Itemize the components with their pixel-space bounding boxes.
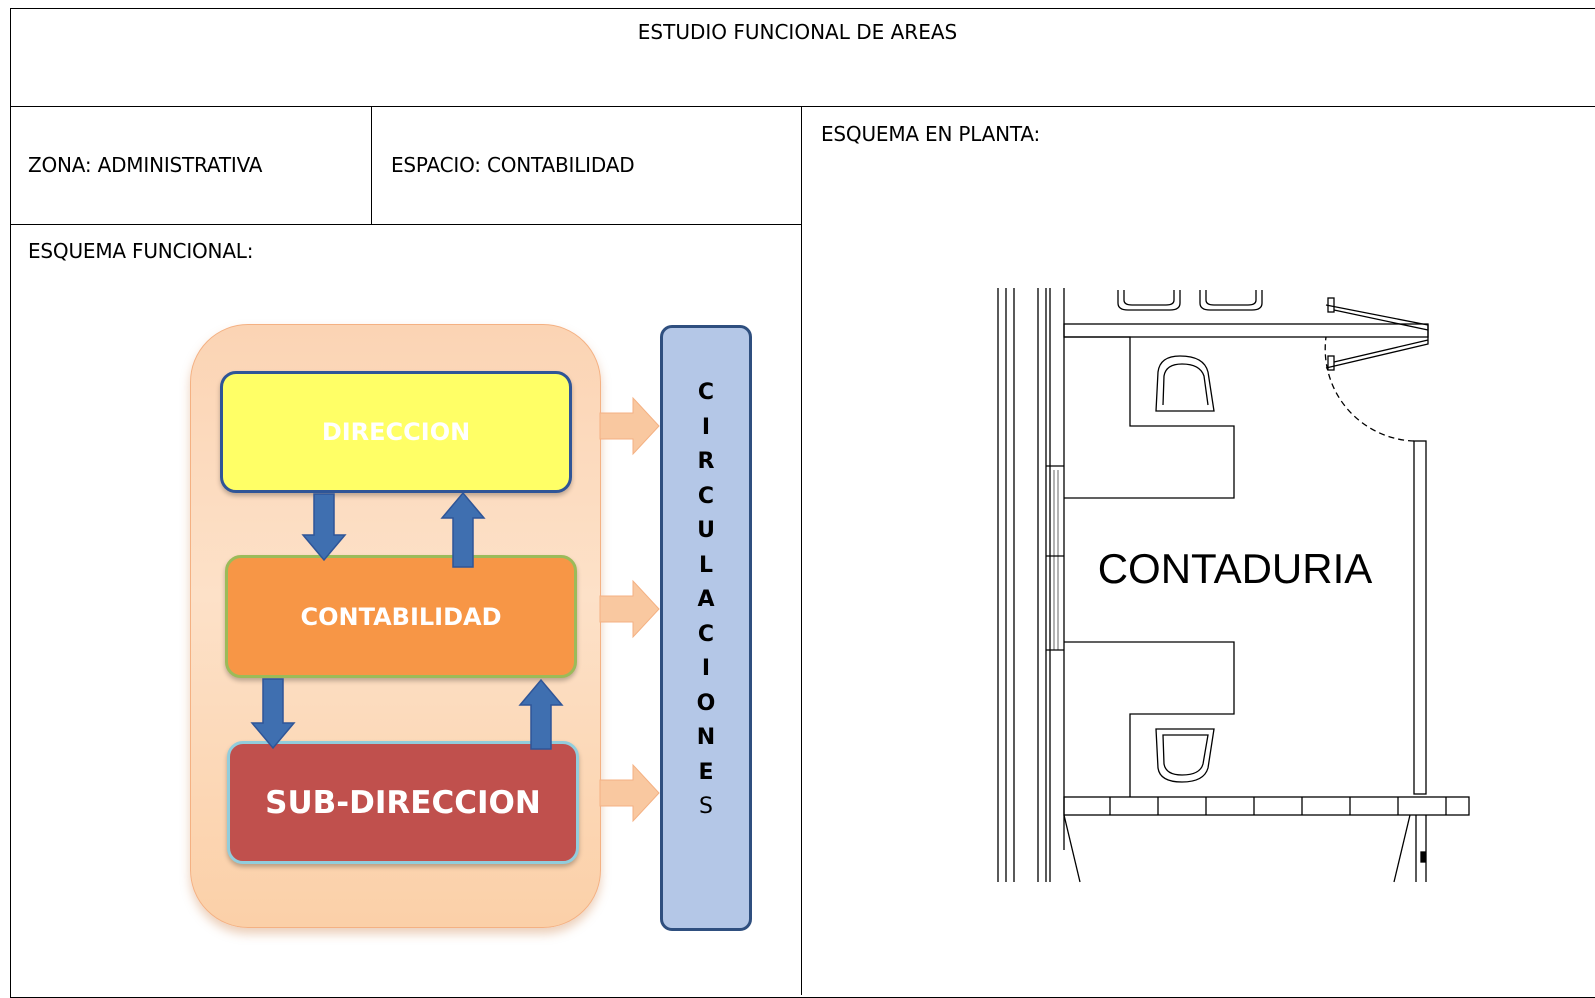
info-divider-vertical (371, 106, 372, 224)
info-divider-horizontal (10, 224, 802, 225)
room-label: CONTADURIA (1098, 545, 1373, 592)
right-partition-wall (1413, 440, 1427, 795)
subdireccion-box: SUB-DIRECCION (227, 741, 579, 864)
lower-desk (1064, 641, 1235, 797)
header-divider (10, 106, 1595, 107)
contabilidad-box: CONTABILIDAD (225, 555, 577, 678)
top-partition-wall (1063, 323, 1429, 338)
door-swing (1324, 336, 1415, 442)
column-divider (801, 106, 802, 995)
direccion-label: DIRECCION (321, 418, 471, 446)
chair-icon (1199, 290, 1263, 311)
contabilidad-label: CONTABILIDAD (300, 602, 502, 631)
circulaciones-bar (660, 325, 752, 931)
chair-icon (1155, 355, 1215, 412)
door-leaf (1325, 304, 1429, 369)
zone-label: ZONA: ADMINISTRATIVA (28, 153, 263, 177)
circulaciones-label: C I R C U L A C I O N E S (696, 380, 716, 819)
bottom-partition-wall (1063, 796, 1470, 816)
space-label: ESPACIO: CONTABILIDAD (391, 153, 635, 177)
chair-icon (1155, 728, 1215, 783)
upper-desk (1064, 336, 1235, 499)
direccion-box: DIRECCION (220, 371, 572, 493)
subdireccion-label: SUB-DIRECCION (265, 784, 541, 821)
floor-plan-label: ESQUEMA EN PLANTA: (821, 122, 1041, 146)
chair-icon (1117, 290, 1181, 311)
sheet-title: ESTUDIO FUNCIONAL DE AREAS (637, 20, 958, 44)
functional-scheme-label: ESQUEMA FUNCIONAL: (28, 239, 254, 263)
